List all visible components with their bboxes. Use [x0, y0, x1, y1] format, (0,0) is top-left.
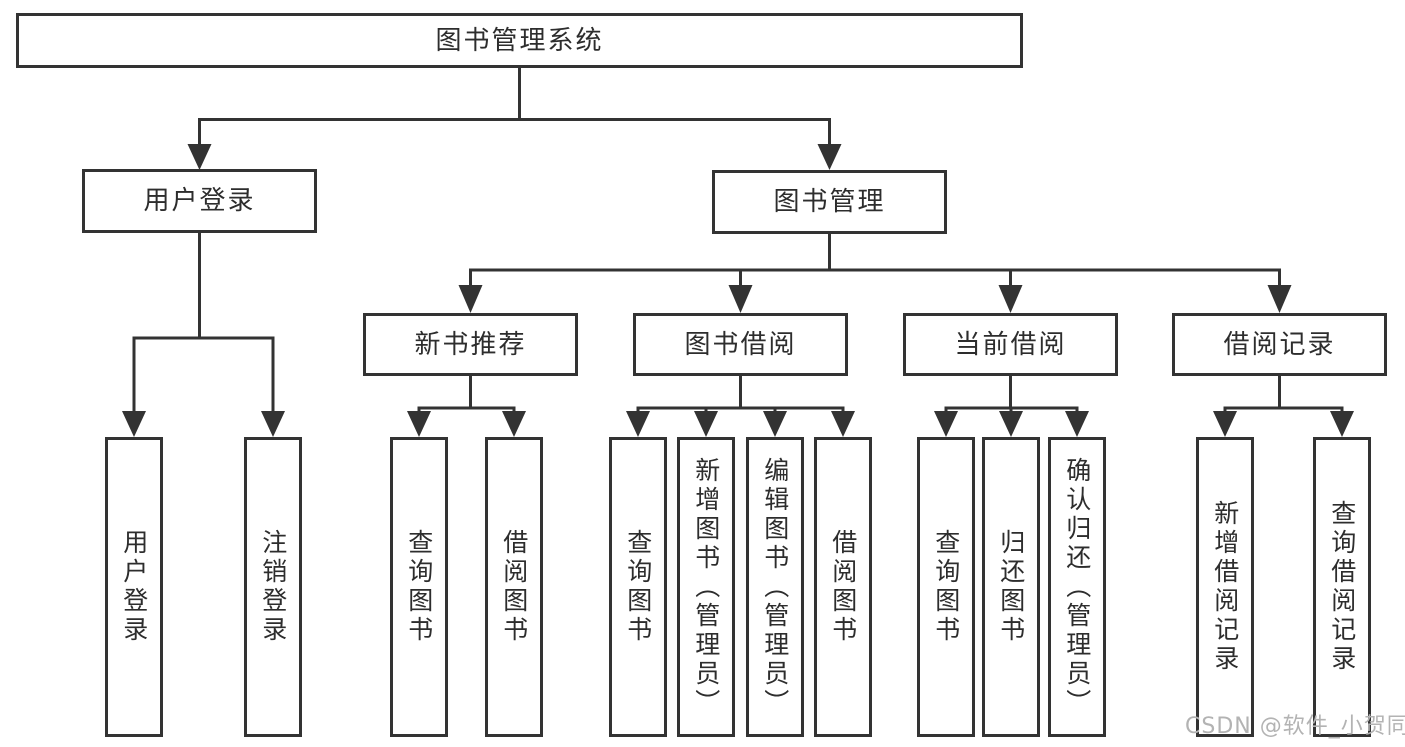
leaf-user-login: 用户登录: [105, 437, 163, 737]
node-user-login-label: 用户登录: [143, 186, 256, 216]
node-book-borrow-label: 图书借阅: [684, 329, 797, 360]
node-new-book-recommend: 新书推荐: [363, 313, 578, 376]
leaf-query-books-borrow: 查询图书: [609, 437, 667, 737]
leaf-query-borrow-record: 查询借阅记录: [1313, 437, 1371, 737]
leaf-query-borrow-record-label: 查询借阅记录: [1327, 500, 1357, 674]
leaf-return-books-label: 归还图书: [996, 529, 1026, 645]
node-user-login: 用户登录: [82, 169, 317, 233]
node-borrow-records: 借阅记录: [1172, 313, 1387, 376]
leaf-edit-books-admin: 编辑图书（管理员）: [746, 437, 804, 737]
leaf-query-books-recommend: 查询图书: [390, 437, 448, 737]
leaf-return-books: 归还图书: [982, 437, 1040, 737]
leaf-add-borrow-record: 新增借阅记录: [1196, 437, 1254, 737]
leaf-borrow-books-recommend: 借阅图书: [485, 437, 543, 737]
leaf-confirm-return-admin-label: 确认归还（管理员）: [1062, 456, 1092, 718]
node-borrow-records-label: 借阅记录: [1223, 329, 1336, 360]
node-book-borrow: 图书借阅: [633, 313, 848, 376]
leaf-add-books-admin-label: 新增图书（管理员）: [691, 456, 721, 718]
node-book-management-label: 图书管理: [773, 187, 886, 217]
node-new-book-recommend-label: 新书推荐: [414, 329, 527, 360]
arrowheads: [122, 144, 1354, 437]
leaf-add-books-admin: 新增图书（管理员）: [677, 437, 735, 737]
leaf-query-books-borrow-label: 查询图书: [623, 529, 653, 645]
leaf-borrow-books-recommend-label: 借阅图书: [499, 529, 529, 645]
leaf-logout-label: 注销登录: [258, 529, 288, 645]
node-book-management: 图书管理: [712, 170, 947, 234]
csdn-watermark: CSDN @软件_小贺同学: [1185, 714, 1405, 739]
node-root: 图书管理系统: [16, 13, 1023, 68]
leaf-query-books-current: 查询图书: [917, 437, 975, 737]
leaf-borrow-books-label: 借阅图书: [828, 529, 858, 645]
leaf-user-login-label: 用户登录: [119, 529, 149, 645]
node-current-borrow-label: 当前借阅: [954, 329, 1067, 360]
leaf-query-books-recommend-label: 查询图书: [404, 529, 434, 645]
leaf-confirm-return-admin: 确认归还（管理员）: [1048, 437, 1106, 737]
node-root-label: 图书管理系统: [435, 25, 604, 56]
leaf-logout: 注销登录: [244, 437, 302, 737]
leaf-edit-books-admin-label: 编辑图书（管理员）: [760, 456, 790, 718]
leaf-add-borrow-record-label: 新增借阅记录: [1210, 500, 1240, 674]
leaf-borrow-books: 借阅图书: [814, 437, 872, 737]
node-current-borrow: 当前借阅: [903, 313, 1118, 376]
leaf-query-books-current-label: 查询图书: [931, 529, 961, 645]
